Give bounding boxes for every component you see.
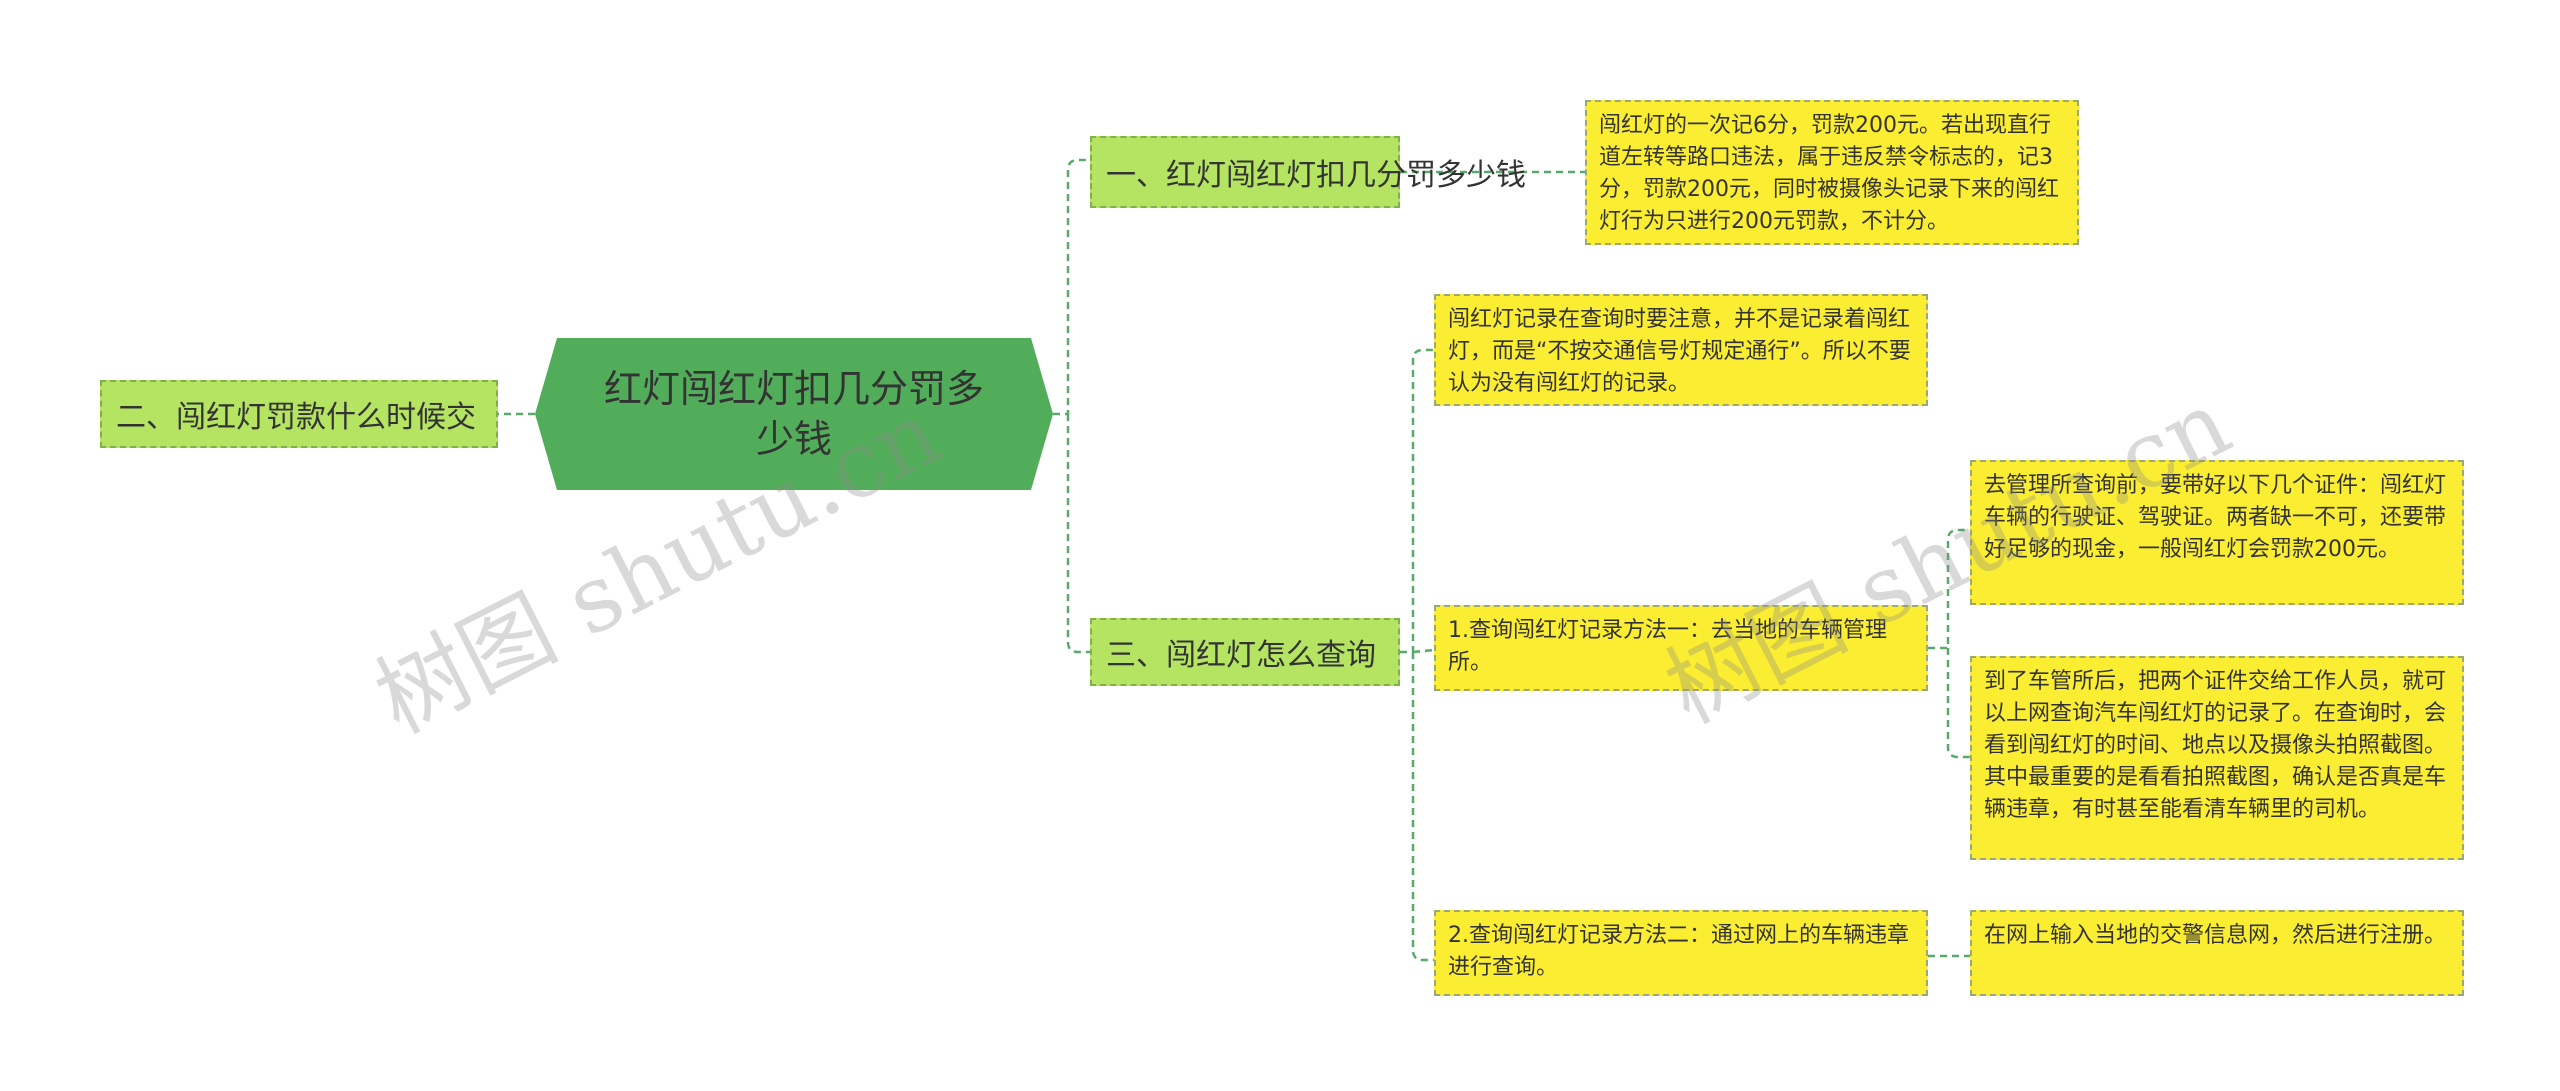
- branch1-node[interactable]: 一、红灯闯红灯扣几分罚多少钱: [1090, 136, 1526, 208]
- root-node-label: 红灯闯红灯扣几分罚多少钱: [603, 367, 984, 461]
- root-node[interactable]: 红灯闯红灯扣几分罚多少钱: [535, 338, 1053, 490]
- method2-step1-text: 在网上输入当地的交警信息网，然后进行注册。: [1984, 923, 2447, 948]
- method1-step2-node[interactable]: 到了车管所后，把两个证件交给工作人员，就可以上网查询汽车闯红灯的记录了。在查询时…: [1970, 656, 2464, 860]
- method2-step1-node[interactable]: 在网上输入当地的交警信息网，然后进行注册。: [1970, 910, 2464, 996]
- method2-node[interactable]: 2.查询闯红灯记录方法二：通过网上的车辆违章进行查询。: [1434, 910, 1928, 996]
- method1-step1-node[interactable]: 去管理所查询前，要带好以下几个证件：闯红灯车辆的行驶证、驾驶证。两者缺一不可，还…: [1970, 460, 2464, 605]
- branch1-label: 一、红灯闯红灯扣几分罚多少钱: [1106, 158, 1526, 193]
- method2-text: 2.查询闯红灯记录方法二：通过网上的车辆违章进行查询。: [1448, 923, 1909, 980]
- method1-step2-text: 到了车管所后，把两个证件交给工作人员，就可以上网查询汽车闯红灯的记录了。在查询时…: [1984, 669, 2447, 822]
- branch3-note-text: 闯红灯记录在查询时要注意，并不是记录着闯红灯，而是“不按交通信号灯规定通行”。所…: [1448, 307, 1911, 396]
- left-topic-node[interactable]: 二、闯红灯罚款什么时候交: [100, 380, 498, 448]
- method1-step1-text: 去管理所查询前，要带好以下几个证件：闯红灯车辆的行驶证、驾驶证。两者缺一不可，还…: [1984, 473, 2447, 562]
- branch3-node[interactable]: 三、闯红灯怎么查询: [1090, 618, 1400, 686]
- method1-node[interactable]: 1.查询闯红灯记录方法一：去当地的车辆管理所。: [1434, 605, 1928, 691]
- root-node-shape: [535, 338, 1053, 490]
- branch3-label: 三、闯红灯怎么查询: [1106, 638, 1376, 673]
- branch1-detail-node[interactable]: 闯红灯的一次记6分，罚款200元。若出现直行道左转等路口违法，属于违反禁令标志的…: [1585, 100, 2079, 245]
- left-topic-label: 二、闯红灯罚款什么时候交: [116, 400, 476, 435]
- method1-text: 1.查询闯红灯记录方法一：去当地的车辆管理所。: [1448, 618, 1887, 675]
- branch3-note-node[interactable]: 闯红灯记录在查询时要注意，并不是记录着闯红灯，而是“不按交通信号灯规定通行”。所…: [1434, 294, 1928, 406]
- branch1-detail-text: 闯红灯的一次记6分，罚款200元。若出现直行道左转等路口违法，属于违反禁令标志的…: [1599, 113, 2059, 234]
